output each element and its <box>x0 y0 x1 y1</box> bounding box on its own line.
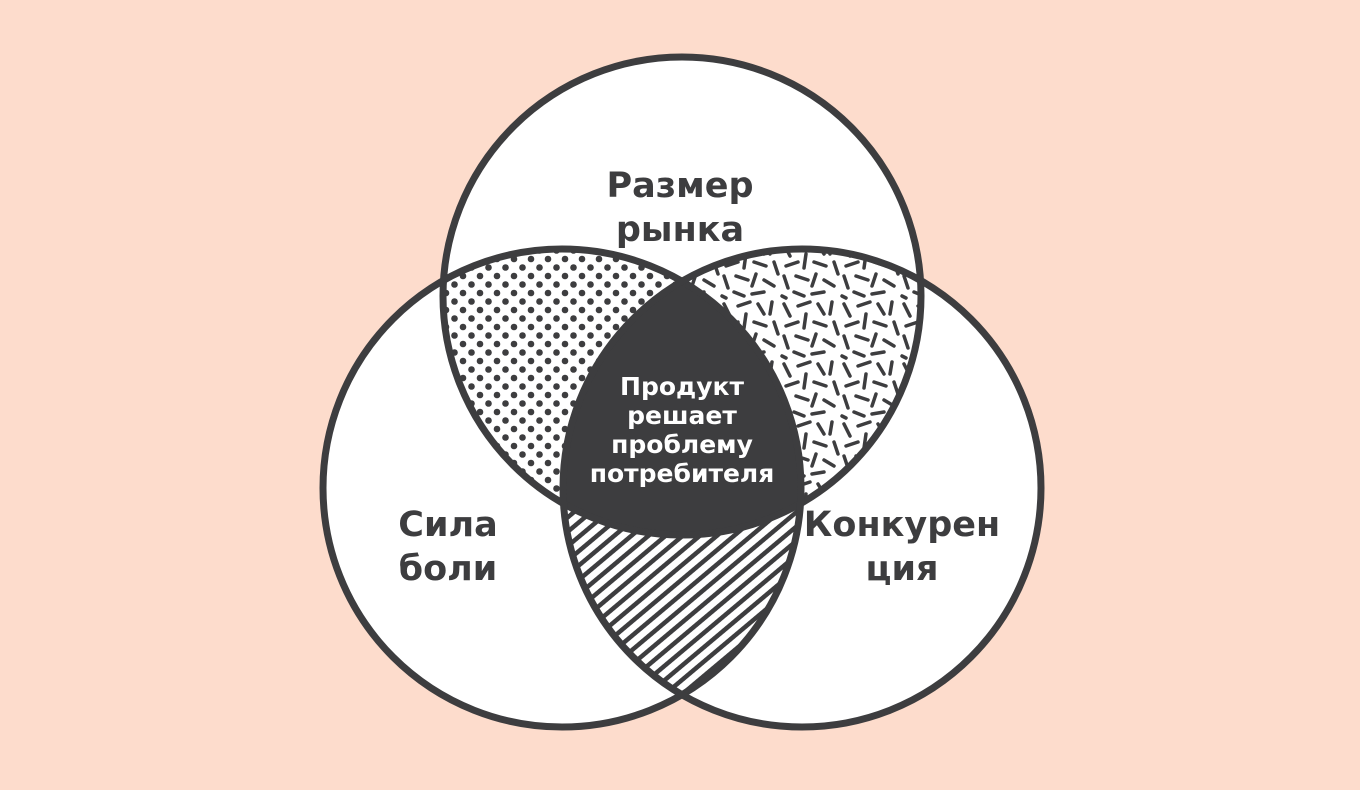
label-line: Продукт <box>620 372 744 401</box>
label-line: Размер <box>606 166 754 206</box>
label-line: решает <box>627 401 737 430</box>
label-line: Сила <box>398 505 498 545</box>
label-line: рынка <box>615 210 745 250</box>
label-line: боли <box>398 549 498 589</box>
intersection-all <box>563 249 801 535</box>
circle-market-size <box>439 53 925 539</box>
circle-competition <box>559 245 1045 731</box>
circle-pain-strength <box>319 245 805 731</box>
label-line: ция <box>865 549 939 589</box>
label-line: потребителя <box>589 459 775 488</box>
label-pain-strength: Сила боли <box>398 503 497 591</box>
label-competition: Конкурен ция <box>804 503 1000 591</box>
label-market-size: Размер рынка <box>606 164 753 252</box>
label-line: проблему <box>611 430 753 459</box>
label-product-solves-problem: Продукт решает проблему потребителя <box>590 372 775 488</box>
label-line: Конкурен <box>803 505 1001 545</box>
